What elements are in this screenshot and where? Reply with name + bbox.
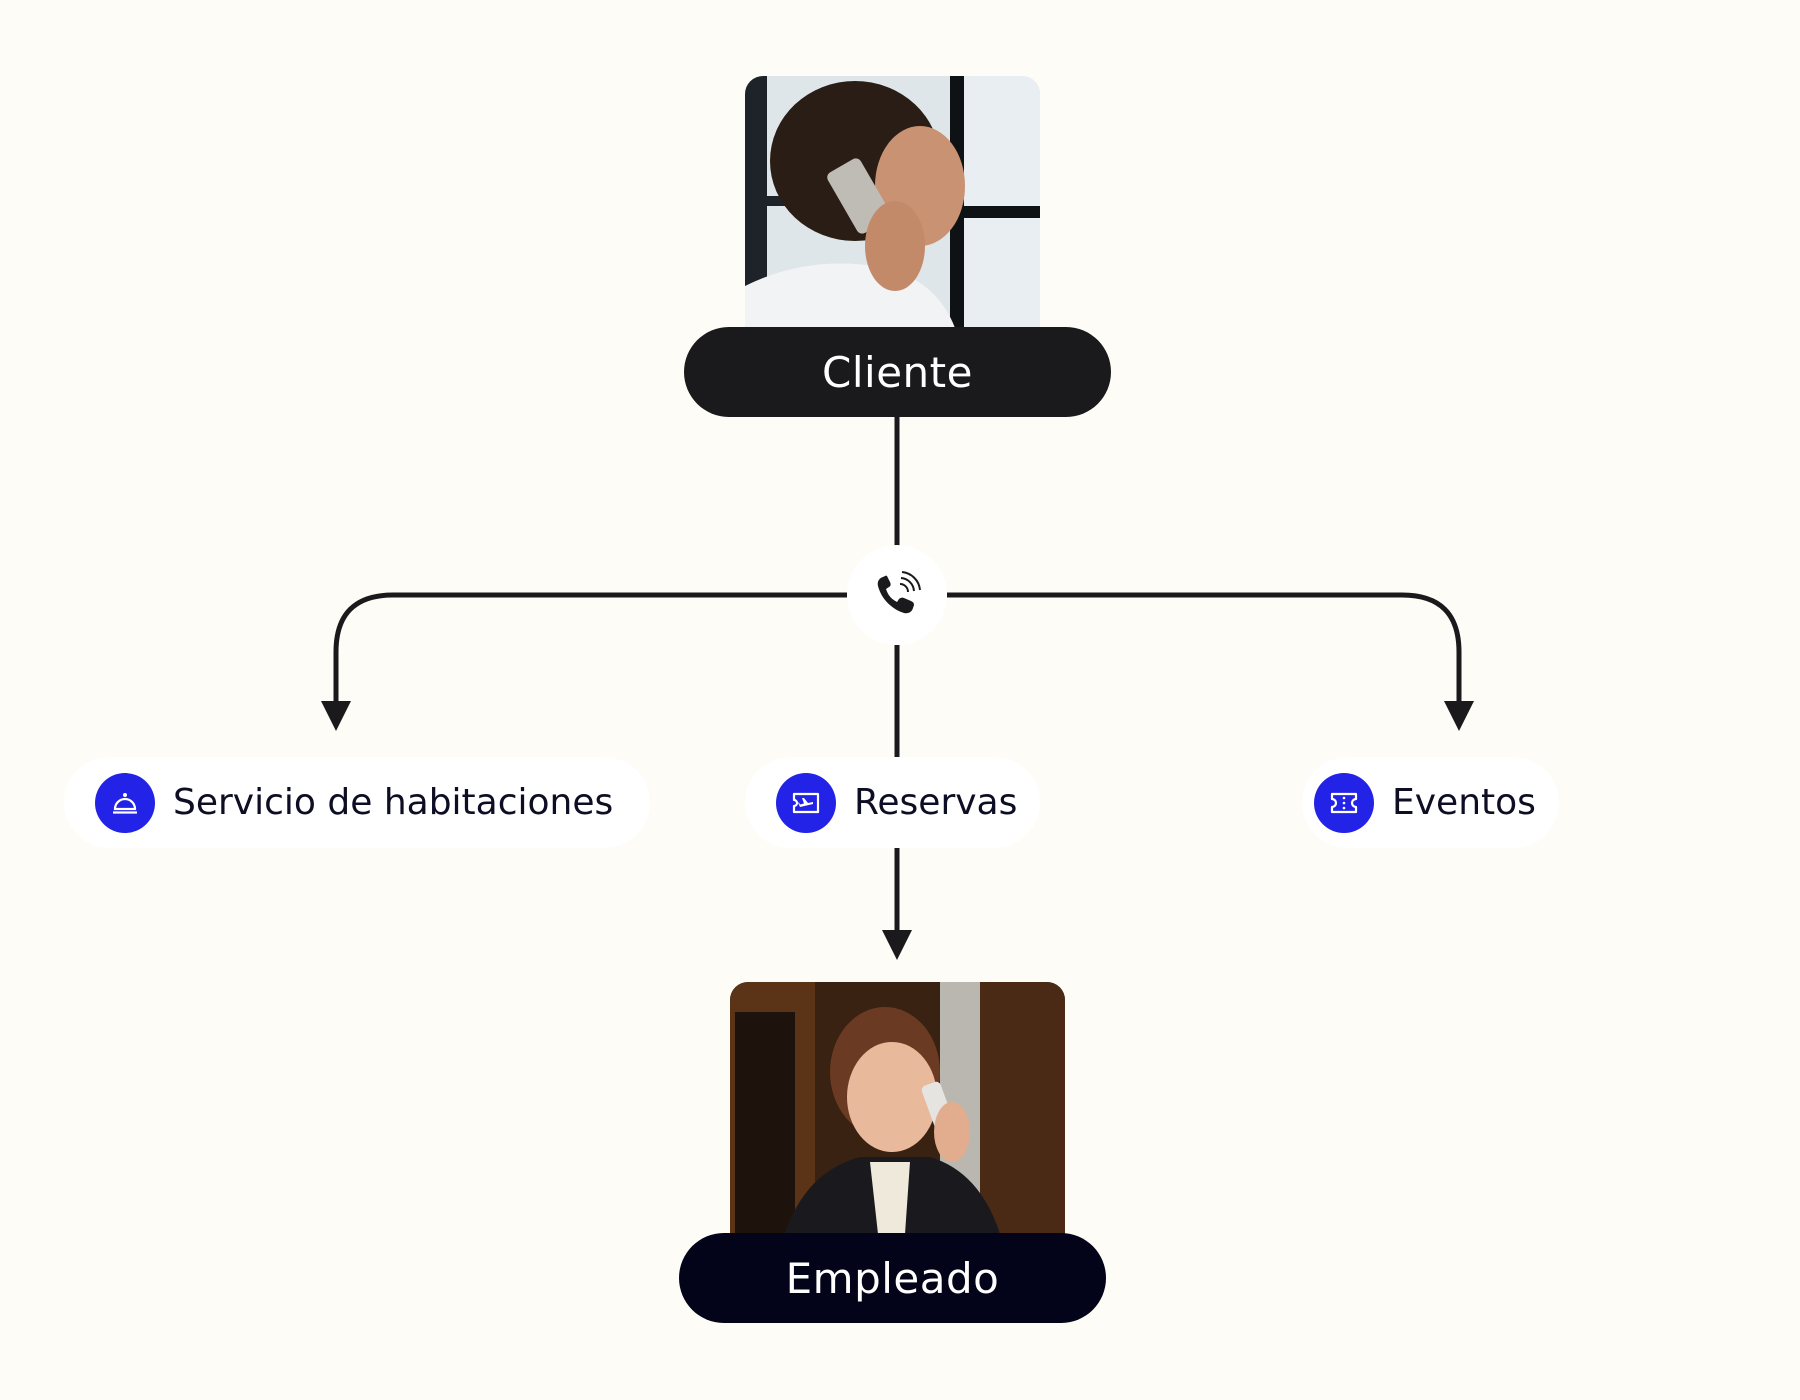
cliente-pill: Cliente	[684, 327, 1111, 417]
branch-servicio-de-habitaciones[interactable]: Servicio de habitaciones	[64, 757, 650, 848]
empleado-pill: Empleado	[679, 1233, 1106, 1323]
empleado-photo	[730, 982, 1065, 1234]
hub-node	[847, 545, 947, 645]
ticket-icon	[1314, 772, 1374, 833]
room-service-bell-icon	[95, 772, 155, 833]
cliente-photo	[745, 76, 1040, 328]
branch-label: Eventos	[1392, 782, 1536, 823]
connector-hub-to-servicio	[321, 592, 847, 731]
branch-label: Servicio de habitaciones	[173, 782, 614, 823]
phone-call-icon	[877, 571, 921, 614]
branch-label: Reservas	[854, 782, 1018, 823]
branch-eventos[interactable]: Eventos	[1302, 757, 1559, 848]
empleado-label: Empleado	[785, 1253, 1000, 1303]
boarding-pass-plane-icon	[776, 772, 836, 833]
connector-hub-to-eventos	[947, 592, 1474, 731]
branch-reservas[interactable]: Reservas	[745, 757, 1040, 848]
cliente-label: Cliente	[822, 347, 973, 397]
